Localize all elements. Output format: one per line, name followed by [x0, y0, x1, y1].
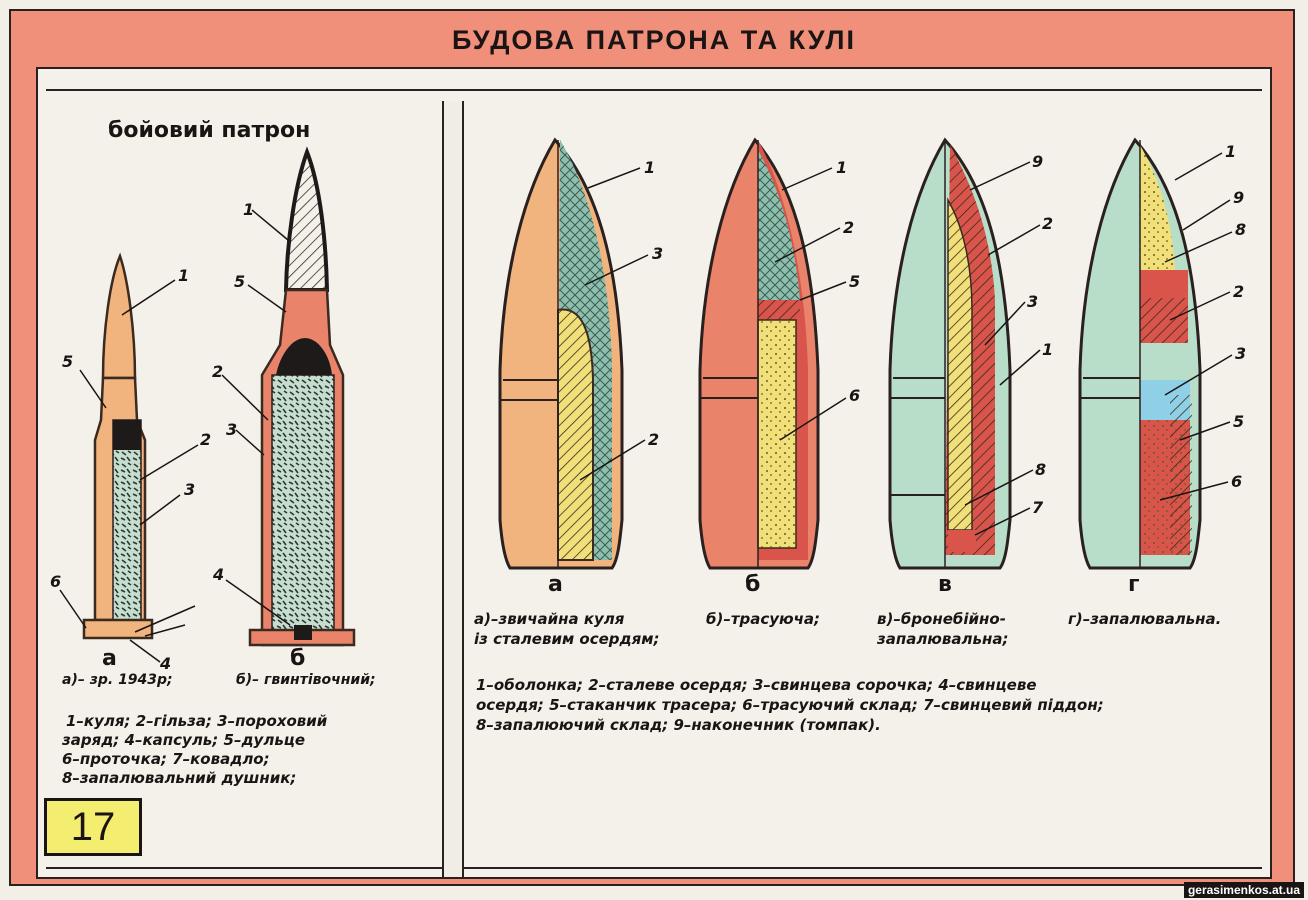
callout-rb-2: 2 — [843, 218, 855, 237]
bullet-letter-b: б — [745, 572, 761, 597]
page-number: 17 — [44, 798, 142, 856]
caption-ra-2: із сталевим осердям; — [474, 630, 660, 648]
left-legend-line: заряд; 4–капсуль; 5–дульце — [62, 731, 306, 749]
panel-divider — [442, 101, 464, 877]
caption-ra: а)–звичайна куля — [474, 610, 625, 628]
right-legend-line: 1–оболонка; 2–сталеве осердя; 3–свинцева… — [476, 676, 1037, 694]
caption-rb: б)–трасуюча; — [706, 610, 821, 628]
callout-rg-2: 2 — [1233, 282, 1245, 301]
left-legend-line: 8–запалювальний душник; — [62, 769, 297, 787]
callout-rb-5: 5 — [849, 272, 861, 291]
callout-a-3: 3 — [184, 480, 196, 499]
right-legend-line: 8–запалюючий склад; 9–наконечник (томпак… — [476, 716, 881, 734]
bullet-letter-a: а — [548, 572, 563, 597]
callout-rg-8: 8 — [1235, 220, 1247, 239]
bullet-letter-v: в — [938, 572, 952, 597]
callout-a-2: 2 — [200, 430, 212, 449]
callout-rg-6: 6 — [1231, 472, 1243, 491]
callout-rg-9: 9 — [1233, 188, 1245, 207]
caption-rg: г)–запалювальна. — [1068, 610, 1222, 628]
panel-top-rule — [46, 89, 1262, 91]
panel-bottom-rule — [46, 867, 1262, 869]
content-panel — [36, 67, 1272, 879]
callout-rv-3: 3 — [1027, 292, 1039, 311]
variant-a-letter: а — [102, 646, 117, 671]
callout-rv-7: 7 — [1032, 498, 1044, 517]
bullet-g — [1078, 137, 1202, 570]
bullet-b — [698, 137, 820, 570]
callout-rg-1: 1 — [1225, 142, 1237, 161]
callout-a-5: 5 — [62, 352, 74, 371]
caption-a: а)– зр. 1943р; — [62, 672, 173, 688]
callout-rv-9: 9 — [1032, 152, 1044, 171]
callout-b-2: 2 — [212, 362, 224, 381]
watermark: gerasimenkos.at.ua — [1183, 882, 1304, 898]
caption-rv: в)–бронебійно- — [877, 610, 1006, 628]
caption-b: б)– гвинтівочний; — [236, 672, 376, 688]
bullet-leaders — [579, 152, 1233, 536]
callout-ra-1: 1 — [644, 158, 656, 177]
callout-a-4: 4 — [160, 654, 172, 673]
poster-title: БУДОВА ПАТРОНА ТА КУЛІ — [452, 25, 856, 55]
callout-a-1: 1 — [178, 266, 190, 285]
callout-rv-2: 2 — [1042, 214, 1054, 233]
callout-ra-3: 3 — [652, 244, 664, 263]
left-legend-line: 6–проточка; 7–ковадло; — [62, 750, 270, 768]
bullet-v — [888, 137, 1012, 570]
callout-rv-8: 8 — [1035, 460, 1047, 479]
bullet-a — [498, 137, 624, 570]
callout-rg-5: 5 — [1233, 412, 1245, 431]
cartridge-a — [82, 252, 154, 640]
callout-ra-2: 2 — [648, 430, 660, 449]
callout-rv-1: 1 — [1042, 340, 1054, 359]
cartridge-b — [248, 146, 356, 647]
callout-rb-1: 1 — [836, 158, 848, 177]
variant-b-letter: б — [290, 646, 306, 671]
cartridge-a-leaders — [59, 279, 199, 663]
callout-rb-6: 6 — [849, 386, 861, 405]
right-legend-line: осердя; 5–стаканчик трасера; 6–трасуючий… — [476, 696, 1104, 714]
caption-rv-2: запалювальна; — [877, 630, 1009, 648]
callout-b-3: 3 — [226, 420, 238, 439]
cartridge-b-leaders — [221, 209, 291, 626]
left-legend-line: 1–куля; 2–гільза; 3–пороховий — [66, 712, 328, 730]
bullet-letter-g: г — [1128, 572, 1140, 597]
callout-rg-3: 3 — [1235, 344, 1247, 363]
callout-b-5: 5 — [234, 272, 246, 291]
callout-b-4: 4 — [213, 565, 225, 584]
callout-a-6: 6 — [50, 572, 62, 591]
left-heading: бойовий патрон — [108, 118, 311, 143]
callout-b-1: 1 — [243, 200, 255, 219]
